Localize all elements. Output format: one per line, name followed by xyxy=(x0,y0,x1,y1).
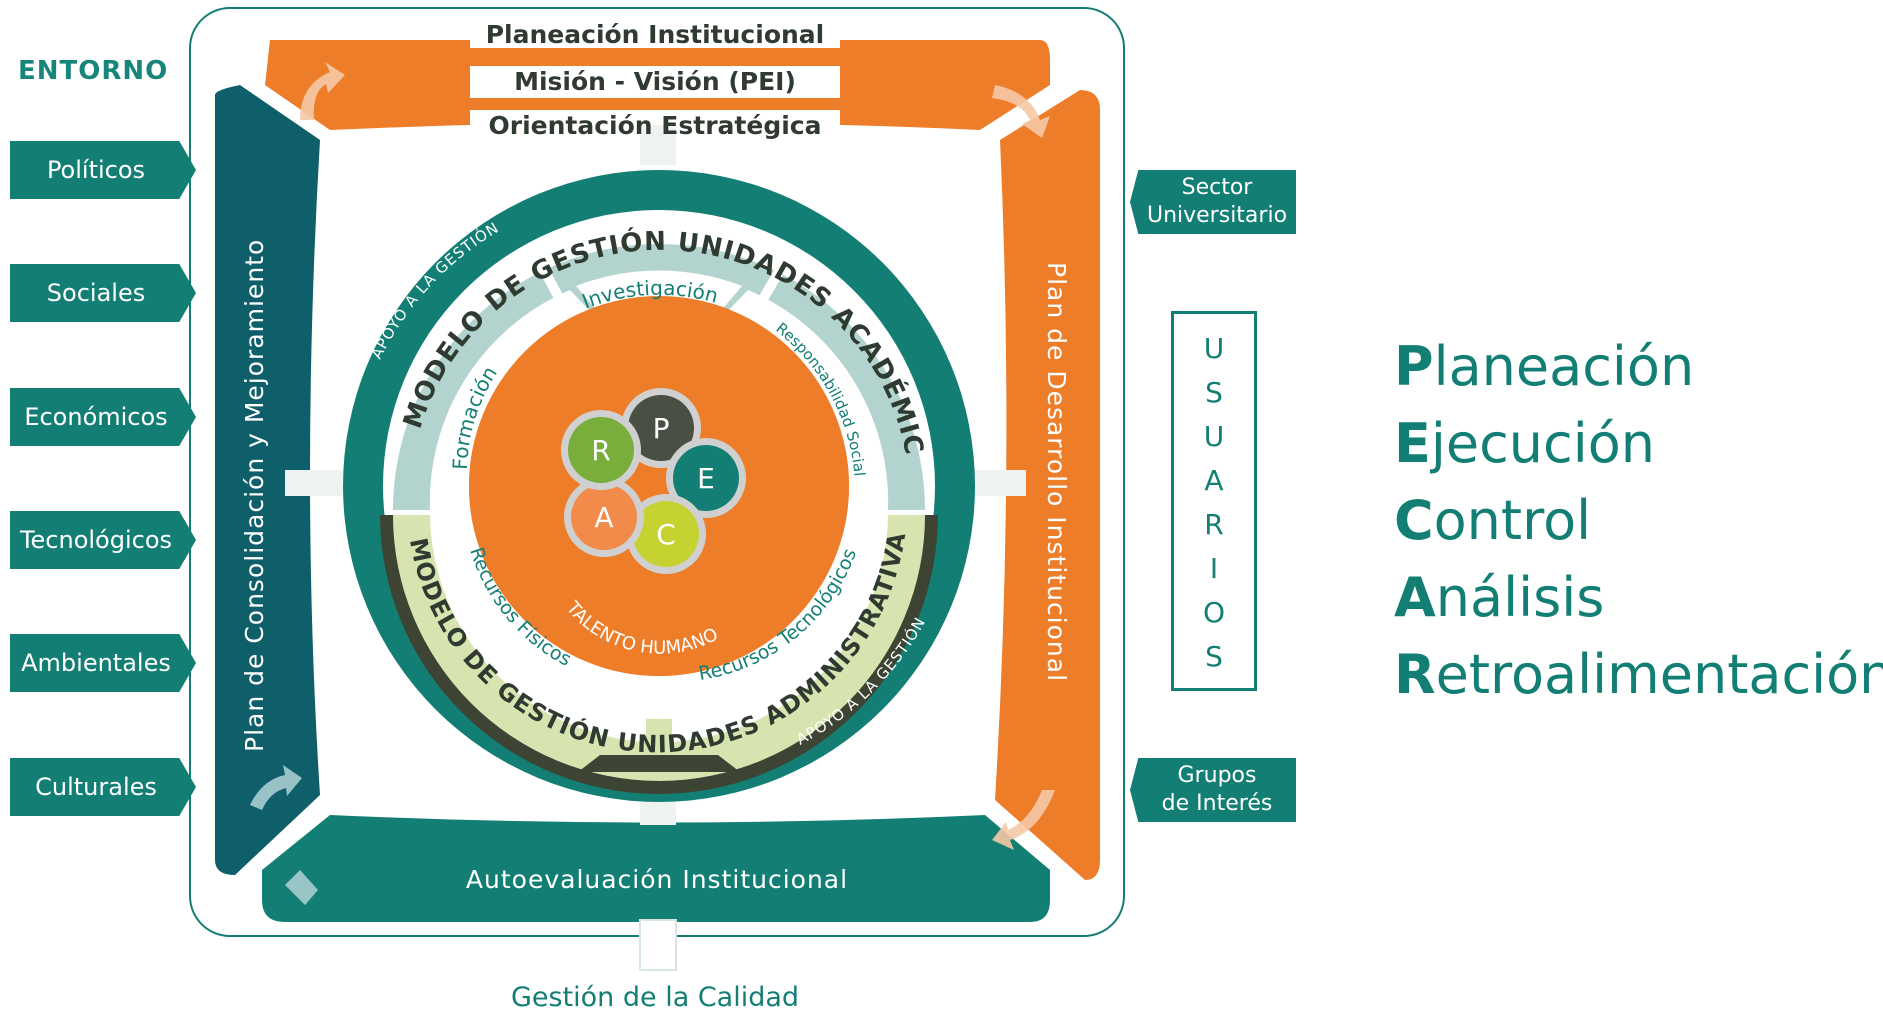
usuarios-letter: A xyxy=(1204,464,1224,497)
entorno-tag-tecnologicos: Tecnológicos xyxy=(10,511,196,569)
gear-e-icon: E xyxy=(666,438,746,518)
usuarios-letter: S xyxy=(1205,640,1223,673)
sector-line2: Universitario xyxy=(1146,203,1288,228)
entorno-tag-culturales: Culturales xyxy=(10,758,196,816)
svg-text:P: P xyxy=(653,412,670,445)
bottom-band-label: Autoevaluación Institucional xyxy=(466,865,848,894)
pecar-item: Planeación xyxy=(1394,335,1695,398)
entorno-tag-economicos: Económicos xyxy=(10,388,196,446)
usuarios-letter: U xyxy=(1203,420,1225,453)
sector-universitario-tag: Sector Universitario xyxy=(1130,170,1296,234)
usuarios-letter: S xyxy=(1205,376,1223,409)
usuarios-box: U S U A R I O S xyxy=(1171,311,1257,691)
formacion-segment xyxy=(429,290,594,510)
entorno-tag-sociales: Sociales xyxy=(10,264,196,322)
admin-band xyxy=(393,515,925,781)
corner-arrows xyxy=(300,62,1055,850)
arrow-bottom-left-small-icon xyxy=(285,870,318,905)
sector-line1: Sector xyxy=(1181,175,1253,200)
academic-band xyxy=(393,244,925,510)
top-label-box xyxy=(470,66,840,98)
right-connector xyxy=(968,470,1026,496)
arrow-top-left-icon xyxy=(300,62,345,120)
svg-text:E: E xyxy=(697,462,715,495)
footer-connector xyxy=(639,919,677,971)
pecar-item: Ejecución xyxy=(1394,412,1655,475)
right-band-label: Plan de Desarrollo Institucional xyxy=(1042,262,1071,682)
top-connector xyxy=(640,125,676,165)
gestion-calidad-label: Gestión de la Calidad xyxy=(510,982,800,1013)
arrow-bottom-left-icon xyxy=(250,765,302,810)
entorno-title: ENTORNO xyxy=(18,56,169,86)
admin-base xyxy=(578,755,740,772)
left-connector xyxy=(285,470,343,496)
teal-corner-arrows xyxy=(250,765,318,905)
usuarios-letter: O xyxy=(1202,596,1226,629)
talento-core-top xyxy=(469,296,849,676)
pecar-item: Control xyxy=(1394,489,1592,552)
pecar-list: Planeación Ejecución Control Análisis Re… xyxy=(1394,328,1883,713)
svg-text:R: R xyxy=(591,434,610,467)
usuarios-letter: I xyxy=(1209,552,1219,585)
responsabilidad-segment xyxy=(724,290,889,510)
bottom-band xyxy=(262,815,1050,922)
gear-cluster: P E C A R xyxy=(561,388,746,574)
usuarios-letter: U xyxy=(1203,332,1225,365)
orientacion-label: Orientación Estratégica xyxy=(489,111,822,140)
right-band xyxy=(995,90,1100,880)
gear-c-icon: C xyxy=(626,494,706,574)
gear-a-icon: A xyxy=(564,477,644,557)
grupos-line1: Grupos xyxy=(1177,763,1257,788)
left-band-label: Plan de Consolidación y Mejoramiento xyxy=(240,239,269,752)
mision-vision-label: Misión - Visión (PEI) xyxy=(514,67,796,96)
entorno-tag-ambientales: Ambientales xyxy=(10,634,196,692)
entorno-tag-politicos: Políticos xyxy=(10,141,196,199)
usuarios-letter: R xyxy=(1204,508,1224,541)
recursos-fisicos-segment xyxy=(430,515,646,742)
pecar-item: Retroalimentación xyxy=(1394,643,1883,706)
arrow-bottom-right-icon xyxy=(992,790,1055,850)
arrow-top-right-icon xyxy=(992,85,1050,138)
gear-r-icon: R xyxy=(561,410,641,490)
grupos-line2: de Interés xyxy=(1161,791,1273,816)
pecar-item: Análisis xyxy=(1394,566,1605,629)
top-title-box xyxy=(470,18,840,48)
svg-text:A: A xyxy=(594,501,613,534)
svg-text:C: C xyxy=(656,518,676,551)
left-band xyxy=(215,85,320,875)
recursos-tecnologicos-segment xyxy=(672,515,888,742)
planeacion-label: Planeación Institucional xyxy=(486,20,825,49)
grupos-interes-tag: Grupos de Interés xyxy=(1130,758,1296,822)
